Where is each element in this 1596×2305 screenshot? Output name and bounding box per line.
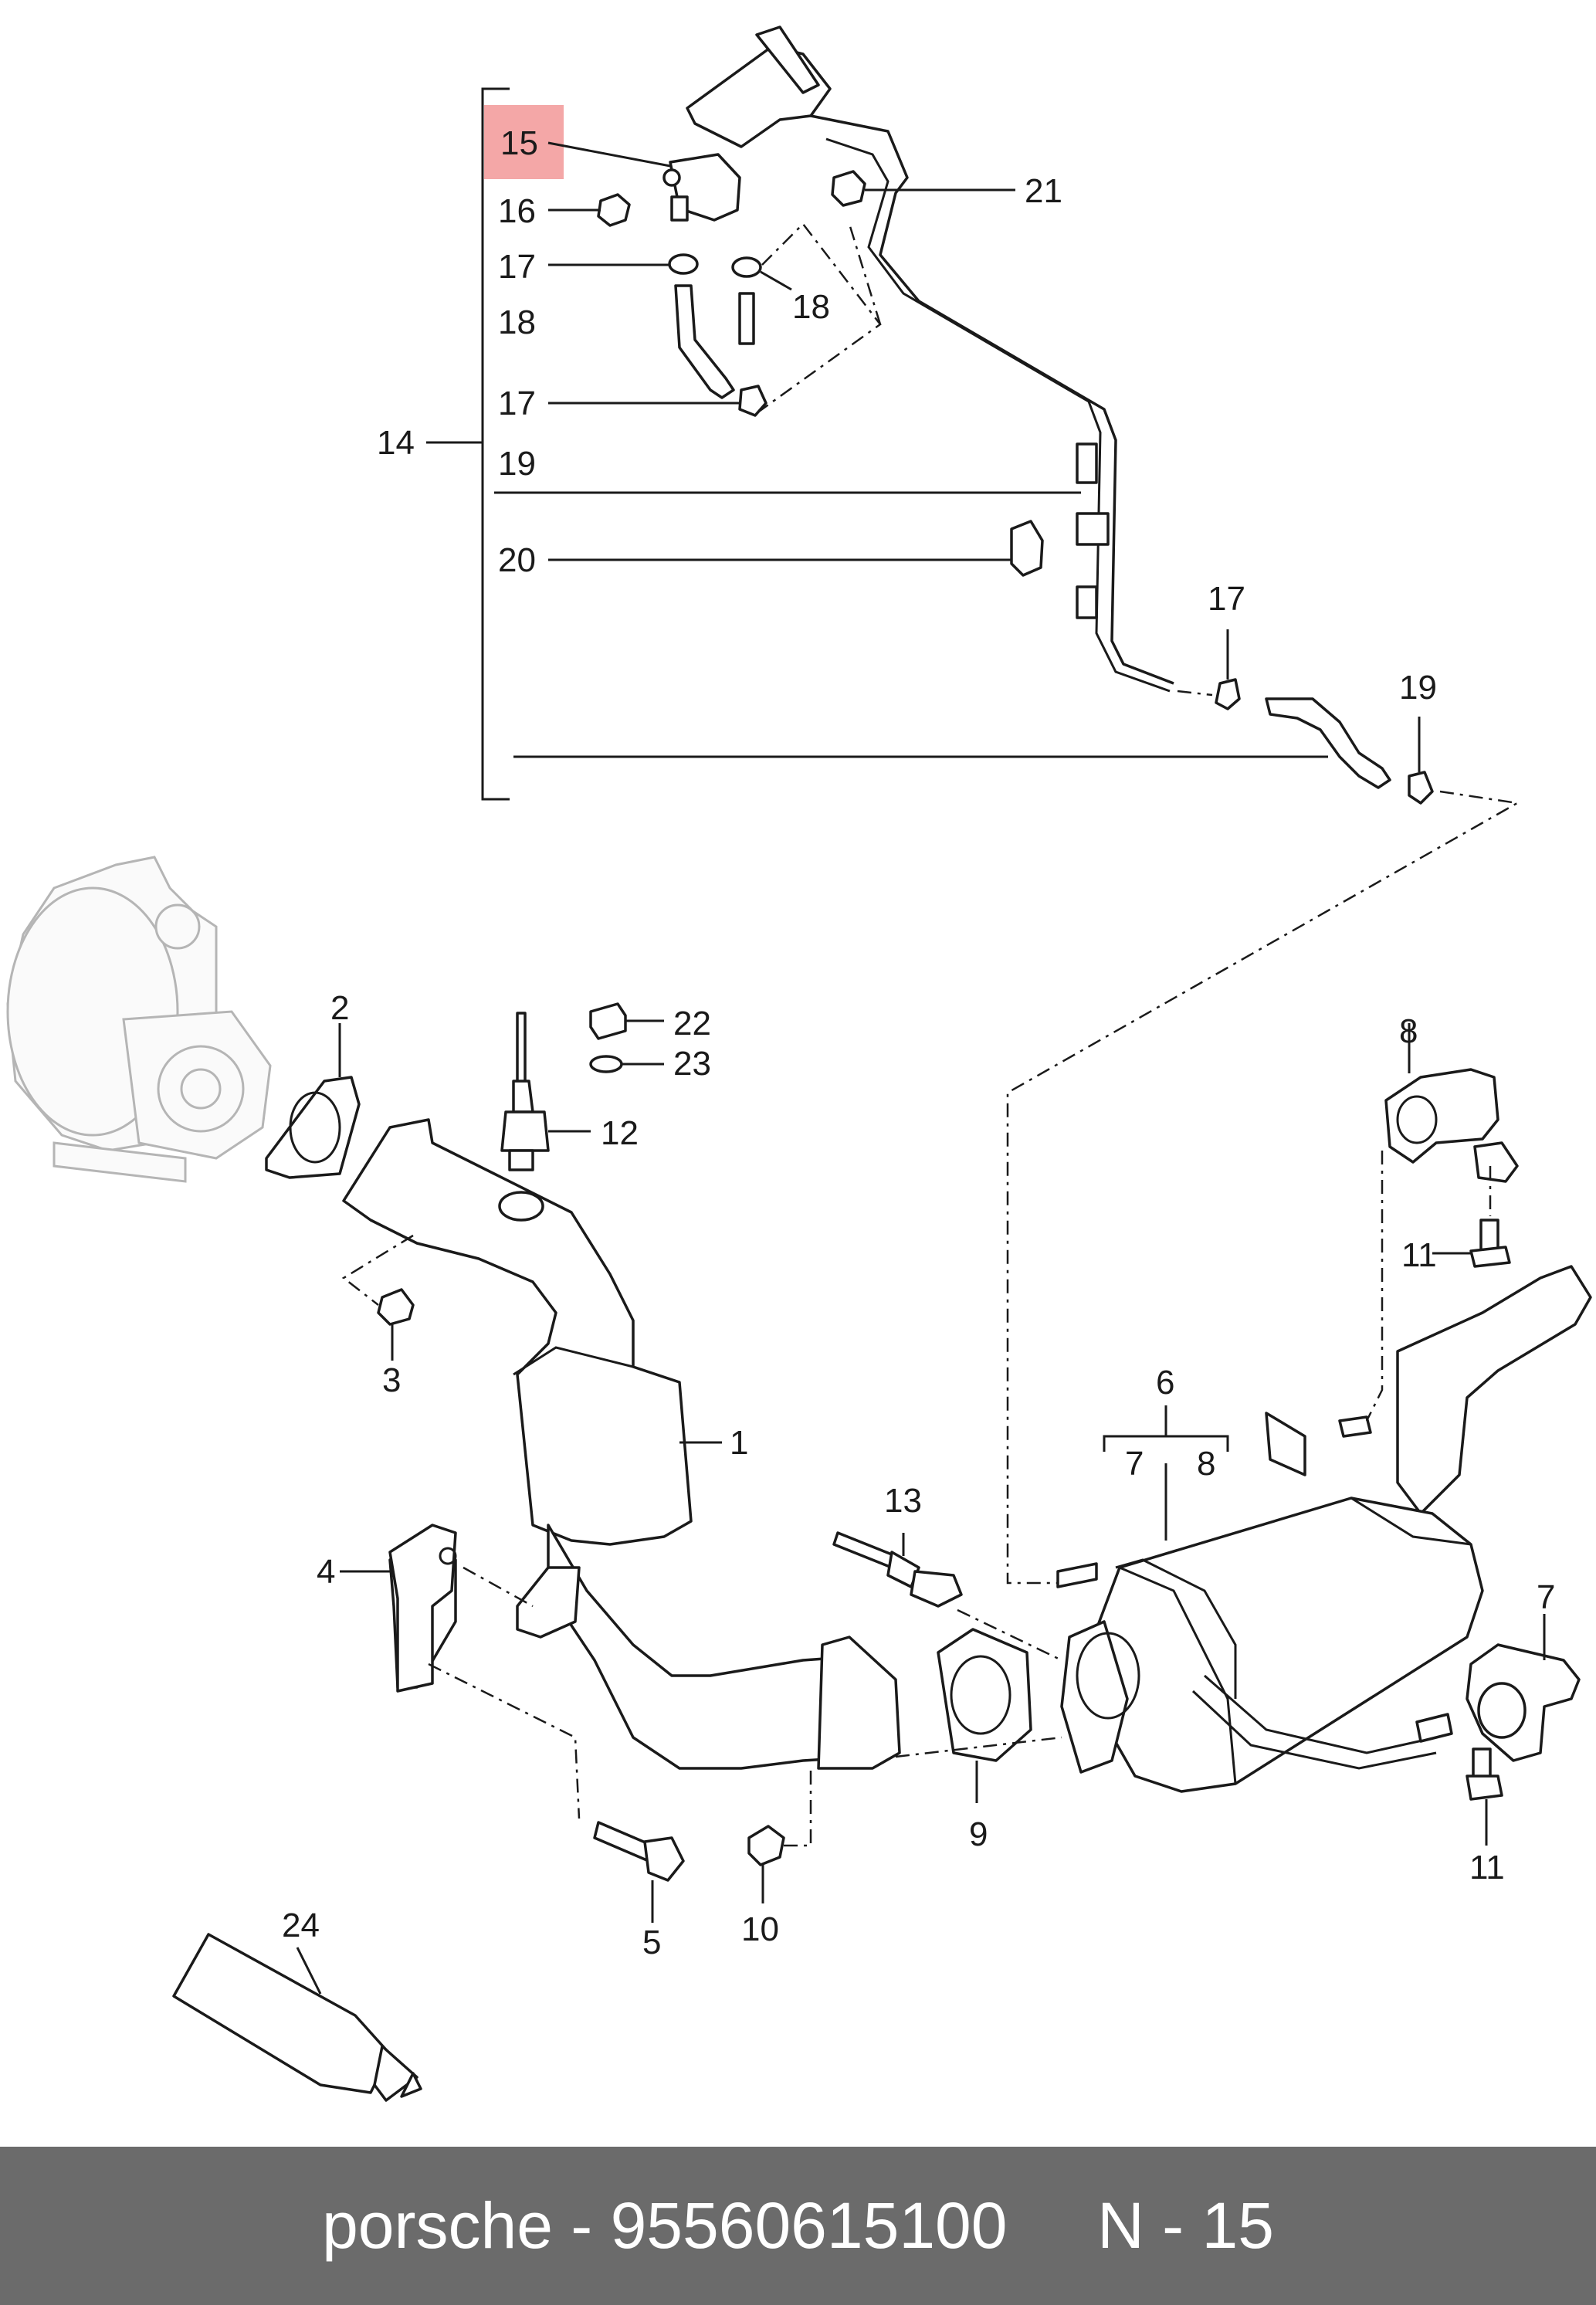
callout-8b: 8 — [1197, 1445, 1215, 1483]
callout-17c: 17 — [1208, 580, 1245, 618]
callout-6: 6 — [1156, 1364, 1174, 1402]
bolt-11-lower — [1466, 1747, 1503, 1801]
callout-22: 22 — [673, 1005, 711, 1042]
sensor-13 — [832, 1531, 963, 1608]
assembly-14-bracket — [481, 87, 510, 801]
callout-14: 14 — [377, 424, 415, 462]
footer-section: N - 15 — [1097, 2189, 1274, 2262]
callout-18a: 18 — [498, 303, 536, 341]
footer-gap — [1007, 2188, 1097, 2263]
callout-4: 4 — [317, 1553, 335, 1591]
sensor-12 — [500, 1012, 550, 1171]
callout-17b: 17 — [498, 385, 536, 422]
callout-7b: 7 — [1537, 1578, 1555, 1616]
callout-20: 20 — [498, 541, 536, 579]
callout-19b: 19 — [1399, 669, 1437, 707]
bolt-5 — [593, 1821, 685, 1882]
callout-5: 5 — [642, 1924, 661, 1961]
nut-3 — [377, 1288, 415, 1326]
plug-22 — [589, 1002, 627, 1040]
gasket-2 — [265, 1076, 361, 1179]
callout-8: 8 — [1399, 1012, 1418, 1050]
footer-separator: - — [552, 2189, 611, 2262]
highlight-part-15 — [484, 105, 564, 179]
callout-23: 23 — [673, 1045, 711, 1083]
callout-11b: 11 — [1469, 1849, 1505, 1886]
callout-21: 21 — [1025, 172, 1062, 210]
footer-brand: porsche — [322, 2189, 553, 2262]
exhaust-parts-diagram: 15 16 17 18 18 17 14 19 20 21 17 19 2 22… — [6, 25, 1592, 2102]
nut-21 — [831, 170, 866, 207]
sealant-tube-24 — [172, 1933, 422, 2102]
callout-11a: 11 — [1401, 1236, 1437, 1274]
gasket-9 — [937, 1628, 1032, 1762]
hose-clamps-17-18 — [668, 253, 768, 417]
pressure-sensor-15 — [662, 153, 741, 222]
mount-7-right — [1466, 1643, 1581, 1762]
callout-7a: 7 — [1125, 1445, 1144, 1483]
callout-15: 15 — [500, 124, 538, 162]
callout-1: 1 — [730, 1424, 748, 1462]
callout-12: 12 — [601, 1114, 639, 1152]
callout-24: 24 — [282, 1907, 320, 1944]
washer-23 — [589, 1055, 623, 1073]
callout-3: 3 — [382, 1361, 401, 1399]
callout-19a: 19 — [498, 445, 536, 483]
footer-part-number: 95560615100 — [610, 2189, 1008, 2262]
hose-and-clamps-lower — [1215, 678, 1434, 805]
callout-18b: 18 — [792, 288, 830, 326]
nut-10 — [747, 1825, 785, 1866]
callout-17a: 17 — [498, 248, 536, 286]
callout-2: 2 — [330, 989, 349, 1027]
callout-13: 13 — [884, 1482, 922, 1520]
callout-9: 9 — [969, 1815, 988, 1853]
bolt-11-upper — [1469, 1219, 1511, 1268]
mount-8 — [1384, 1068, 1519, 1183]
nut-16 — [597, 193, 631, 227]
bracket-4 — [388, 1524, 457, 1693]
pressure-sensor-bracket — [686, 25, 1174, 693]
callout-16: 16 — [498, 192, 536, 230]
part-number-footer: porsche - 95560615100 N - 15 — [0, 2147, 1596, 2305]
turbocharger-reference — [6, 856, 272, 1183]
clip-20 — [1010, 520, 1044, 577]
callout-10: 10 — [741, 1910, 779, 1948]
silencer-6 — [1056, 1265, 1592, 1793]
